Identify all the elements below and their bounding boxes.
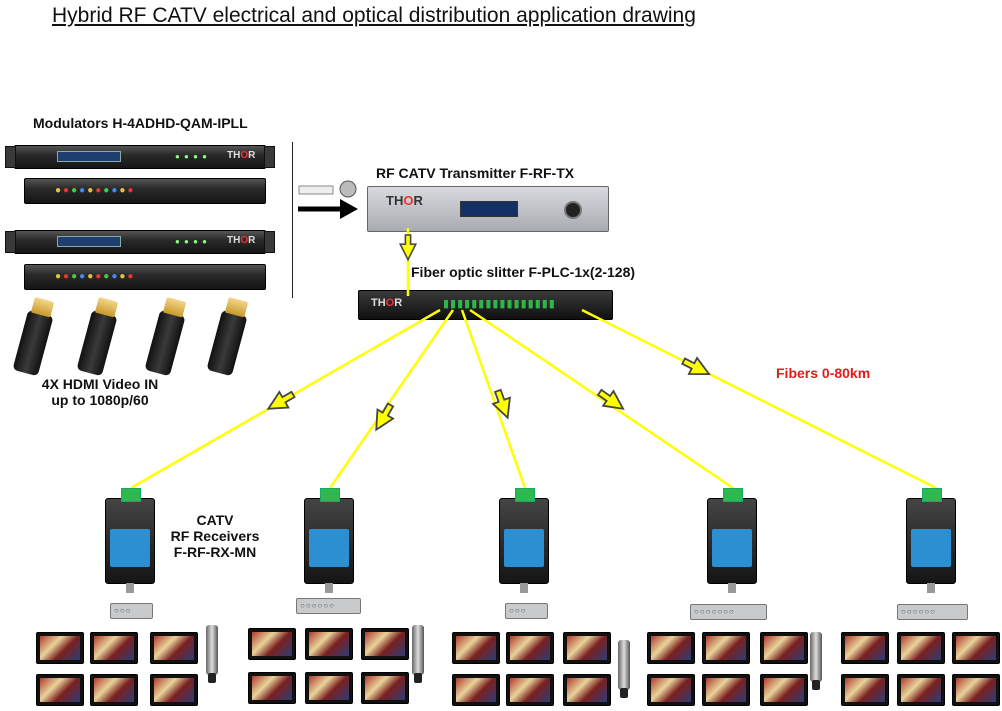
arrow-fiber-5 [681,356,711,376]
fiber-line-5 [581,308,937,490]
tv-icon [841,632,889,664]
coax-plug-icon [206,625,218,683]
brand-logo: THOR [227,150,256,161]
catv-rf-receiver-1 [105,488,155,593]
tv-icon [452,632,500,664]
modulator-unit-1-back: ●●●●●●●●●● [24,178,266,204]
arrow-fiber-2 [375,402,395,432]
arrow-fiber-1 [266,390,296,410]
tv-icon [506,632,554,664]
tv-icon [150,632,198,664]
modulator-unit-2-front: ● ● ● ● THOR [5,230,275,254]
coax-plug-icon [618,640,630,698]
fiber-line-2 [328,309,455,489]
coax-plug-icon [412,625,424,683]
tv-icon [361,672,409,704]
coax-input-arrow [298,180,358,219]
transmitter-label: RF CATV Transmitter F-RF-TX [376,165,575,181]
tv-icon [760,632,808,664]
tv-icon [897,674,945,706]
modulator-unit-2-back: ●●●●●●●●●● [24,264,266,290]
tv-icon [248,672,296,704]
tv-icon [90,674,138,706]
coax-plug-icon [810,632,822,690]
tv-icon [952,632,1000,664]
tv-icon [36,674,84,706]
fibers-distance-label: Fibers 0-80km [776,365,871,381]
tv-icon [897,632,945,664]
catv-rf-receiver-4 [707,488,757,593]
rf-catv-transmitter: THOR [367,186,609,232]
tv-icon [36,632,84,664]
tv-icon [305,672,353,704]
modulators-label: Modulators H-4ADHD-QAM-IPLL [33,115,248,131]
brand-logo: THOR [386,193,423,208]
tv-icon [361,628,409,660]
splitter-label: Fiber optic slitter F-PLC-1x(2-128) [411,264,636,280]
brand-logo: THOR [227,235,256,246]
tv-icon [150,674,198,706]
rf-splitter-icon: ○○○ [505,603,548,619]
tv-icon [563,674,611,706]
catv-rf-receiver-3 [499,488,549,593]
rf-splitter-icon: ○○○○○○ [296,598,361,614]
arrow-fiber-3 [491,388,511,420]
fiber-line-3 [460,309,527,489]
tv-icon [452,674,500,706]
arrow-down [398,234,418,262]
tv-icon [760,674,808,706]
rf-splitter-icon: ○○○ [110,603,153,619]
brand-logo: THOR [371,297,403,309]
arrow-fiber-4 [596,388,625,410]
tv-icon [305,628,353,660]
tv-icon [248,628,296,660]
page-title: Hybrid RF CATV electrical and optical di… [52,4,696,27]
catv-rf-receiver-5 [906,488,956,593]
tv-icon [563,632,611,664]
fiber-line-4 [469,308,734,490]
modulator-unit-1-front: ● ● ● ● THOR [5,145,275,169]
tv-icon [647,632,695,664]
tv-icon [90,632,138,664]
tv-icon [841,674,889,706]
rf-splitter-icon: ○○○○○○ [897,604,968,620]
tv-icon [952,674,1000,706]
rf-splitter-icon: ○○○○○○○ [690,604,767,620]
fiber-optic-splitter: THOR ▮▮▮▮▮▮▮▮▮▮▮▮▮▮▮▮ [358,290,613,320]
catv-rf-receiver-2 [304,488,354,593]
tv-icon [647,674,695,706]
tv-icon [702,674,750,706]
section-divider [292,142,293,298]
tv-icon [506,674,554,706]
tv-icon [702,632,750,664]
